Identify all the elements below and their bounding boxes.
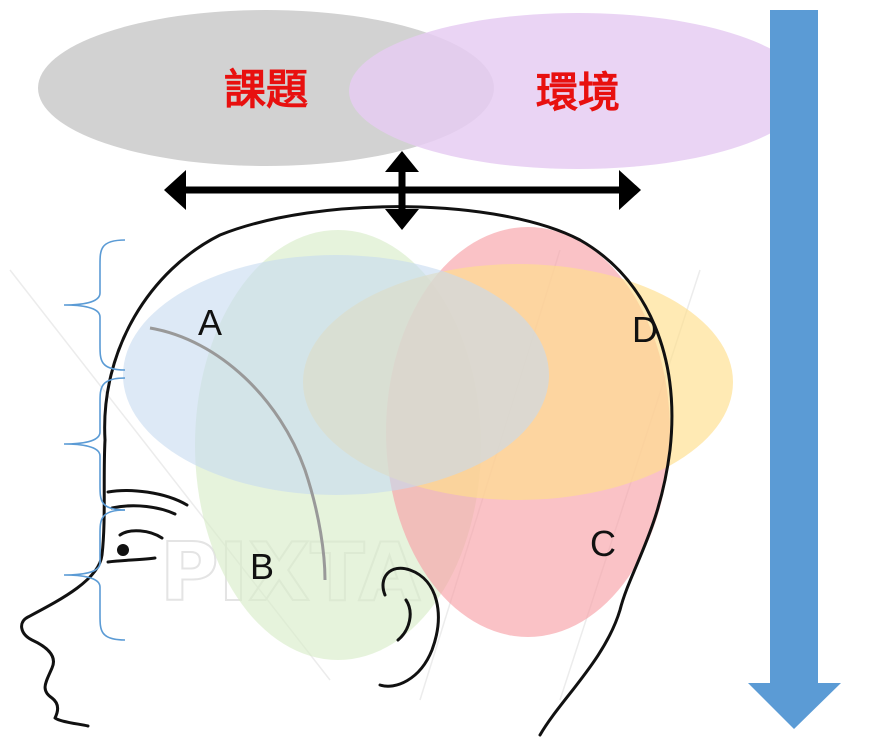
region-b-label: B (250, 546, 274, 587)
side-brackets (63, 239, 126, 641)
side-bracket-3 (63, 509, 126, 641)
region-d-label: D (632, 309, 658, 350)
region-c-label: C (590, 523, 616, 564)
region-a-ellipse (123, 255, 549, 495)
environment-label: 環境 (536, 68, 620, 117)
region-a-label: A (198, 302, 222, 343)
double-arrow (164, 151, 641, 230)
down-arrow (748, 10, 841, 729)
brain-inner-curve (149, 326, 327, 581)
topic-label: 課題 (224, 65, 308, 114)
head-outline (20, 205, 674, 737)
environment-ellipse (349, 13, 807, 169)
side-bracket-2 (63, 377, 126, 511)
side-bracket-1 (63, 239, 126, 371)
